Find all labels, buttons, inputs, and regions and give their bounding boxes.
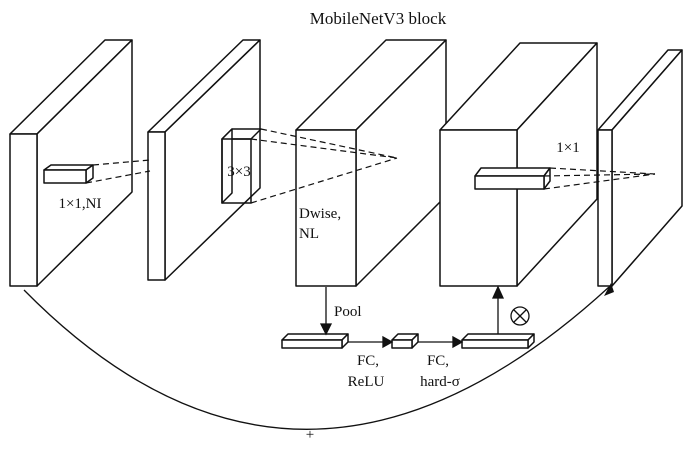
fc-hard-sigma-arrowhead	[452, 335, 464, 349]
scale-arrowhead	[491, 285, 505, 299]
fc-relu-label-line2: ReLU	[348, 374, 385, 390]
fc-hard-sigma-vector	[461, 333, 535, 349]
fc-hard-sigma-label-line1: FC,	[427, 353, 449, 369]
pool-arrowhead	[319, 323, 333, 336]
conv1-label: 1×1,NI	[58, 196, 101, 212]
dwise-label-line1: Dwise,	[299, 206, 341, 222]
conv1x1-expand-kernel	[43, 164, 94, 184]
multiply-symbol	[510, 306, 530, 326]
conv1x1-project-kernel	[474, 167, 551, 190]
output-feature-map	[597, 49, 683, 287]
residual-plus-label: +	[306, 427, 314, 443]
residual-connection	[23, 286, 610, 430]
projection-lines	[85, 128, 656, 204]
pool-label: Pool	[334, 304, 362, 320]
fc-relu-arrowhead	[382, 335, 394, 349]
se-scaled-feature-map	[439, 42, 598, 287]
fc-relu-label-line1: FC,	[357, 353, 379, 369]
se-flow-arrows	[319, 285, 505, 349]
fc-hard-sigma-label-line2: hard-σ	[420, 374, 460, 390]
conv2-label: 1×1	[556, 140, 579, 156]
diagram-title: MobileNetV3 block	[310, 9, 447, 28]
pooled-vector	[281, 333, 349, 349]
dwise-label-line2: NL	[299, 226, 319, 242]
expanded-feature-map	[147, 39, 261, 281]
kernel3-label: 3×3	[227, 164, 250, 180]
residual-arrowhead	[604, 283, 614, 296]
depthwise-feature-map	[295, 39, 447, 287]
depthwise-3x3-kernel	[221, 128, 262, 204]
fc-relu-vector	[391, 333, 419, 349]
input-feature-map	[9, 39, 133, 287]
